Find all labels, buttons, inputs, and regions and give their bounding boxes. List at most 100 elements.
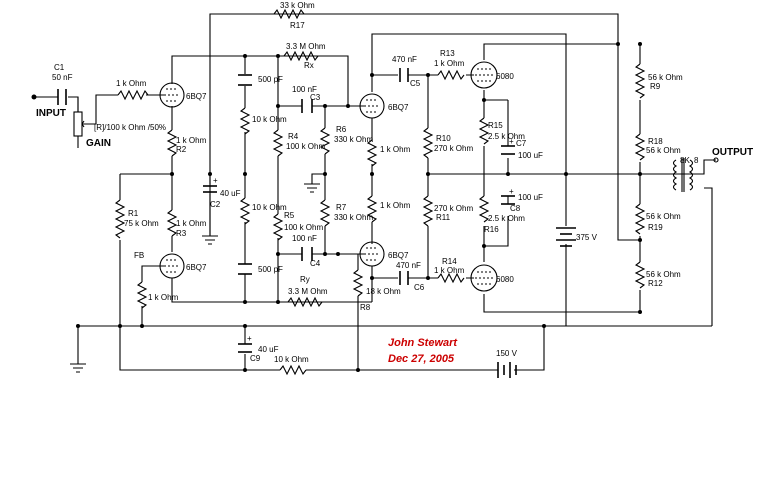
ground-symbol-mid [304, 183, 320, 193]
tube-6bq7-lower-splitter [359, 241, 385, 267]
svg-text:+: + [213, 176, 218, 185]
tube-6bq7-upper-splitter [359, 93, 385, 119]
output-terminal[interactable] [713, 157, 719, 163]
r17-resistor [273, 8, 305, 20]
ground-symbol [202, 235, 218, 245]
svg-text:+: + [509, 137, 514, 146]
c4-value: 100 nF [292, 234, 317, 243]
tube-label-4: 6BQ7 [388, 251, 409, 260]
r17-value: 33 k Ohm [280, 1, 315, 10]
r8-ref: R8 [360, 303, 371, 312]
c2-capacitor: + [203, 176, 218, 193]
battery-375v [556, 227, 576, 247]
rx-ref: Rx [304, 61, 314, 70]
r-10k-lower [239, 197, 251, 225]
c-500pf-upper-value: 500 pF [258, 75, 283, 84]
r6-resistor [319, 127, 331, 155]
input-resistor [117, 89, 149, 101]
r13-resistor [437, 69, 465, 81]
r13-value: 1 k Ohm [434, 59, 465, 68]
r8-resistor [352, 269, 364, 297]
ry-resistor [287, 296, 323, 308]
svg-text:+: + [509, 187, 514, 196]
r1-resistor [114, 199, 126, 239]
r16-resistor [478, 195, 490, 223]
c6-ref: C6 [414, 283, 425, 292]
r-10k-lower-value: 10 k Ohm [252, 203, 287, 212]
c7-value: 100 uF [518, 151, 543, 160]
gain-potentiometer[interactable] [73, 111, 86, 137]
signature-date: Dec 27, 2005 [388, 353, 455, 365]
tube-label-1: 6BQ7 [186, 92, 207, 101]
r19-ref: R19 [648, 223, 663, 232]
r16-ref: R16 [484, 225, 499, 234]
tube-label-3: 6BQ7 [388, 103, 409, 112]
r12-resistor [634, 261, 646, 289]
r11-resistor [422, 195, 434, 227]
c6-value: 470 nF [396, 261, 421, 270]
tube-6bq7-fb [159, 253, 185, 279]
c3-capacitor [301, 99, 313, 113]
gain-label: GAIN [86, 138, 111, 149]
c5-value: 470 nF [392, 55, 417, 64]
r5-value: 100 k Ohm [284, 223, 323, 232]
r9-resistor [634, 63, 646, 99]
pot-label: [R]/100 k Ohm /50% [94, 123, 166, 132]
output-transformer [672, 158, 694, 192]
c2-value: 40 uF [220, 189, 241, 198]
rx-resistor [283, 50, 319, 62]
c1-value: 50 nF [52, 73, 73, 82]
c8-value: 100 uF [518, 193, 543, 202]
r15-resistor [478, 117, 490, 145]
tube-6080-upper [470, 61, 498, 89]
tube-label-2: 6BQ7 [186, 263, 207, 272]
r-10k-bottom [279, 364, 307, 376]
r12-ref: R12 [648, 279, 663, 288]
r10-resistor [422, 127, 434, 159]
c-500pf-lower-value: 500 pF [258, 265, 283, 274]
c8-capacitor: + [501, 187, 515, 205]
supply-150v-label: 150 V [496, 349, 518, 358]
r6-ref: R6 [336, 125, 347, 134]
r6-value: 330 k Ohm [334, 135, 373, 144]
transformer-tap-label: 8 [694, 156, 699, 165]
r4-ref: R4 [288, 132, 299, 141]
r-1k-splitter-upper-value: 1 k Ohm [380, 145, 411, 154]
r4-value: 100 k Ohm [286, 142, 325, 151]
ry-value: 3.3 M Ohm [288, 287, 328, 296]
r19-resistor [634, 203, 646, 235]
r13-ref: R13 [440, 49, 455, 58]
c-500pf-lower [238, 263, 252, 275]
ground-symbol-bottom [70, 363, 86, 373]
r3-resistor [166, 209, 178, 237]
r14-ref: R14 [442, 257, 457, 266]
r16-value: 2.5 k Ohm [488, 214, 525, 223]
r18-resistor [634, 133, 646, 161]
r10-value: 270 k Ohm [434, 144, 473, 153]
r11-ref: R11 [436, 213, 451, 222]
r15-ref: R15 [488, 121, 503, 130]
c8-ref: C8 [510, 204, 521, 213]
input-terminal[interactable] [31, 94, 37, 100]
input-label: INPUT [36, 108, 66, 119]
tube-label-5: 6080 [496, 72, 514, 81]
r15-value: 2.5 k Ohm [488, 132, 525, 141]
r9-value: 56 k Ohm [648, 73, 683, 82]
r18-ref: R18 [648, 137, 663, 146]
r2-resistor [166, 129, 178, 157]
r3-ref: R3 [176, 229, 187, 238]
ry-ref: Ry [300, 275, 310, 284]
r-10k-upper [239, 107, 251, 135]
r4-resistor [272, 129, 284, 157]
c5-ref: C5 [410, 79, 421, 88]
svg-text:+: + [247, 334, 252, 343]
r2-ref: R2 [176, 145, 187, 154]
c7-ref: C7 [516, 139, 527, 148]
r2-value: 1 k Ohm [176, 136, 207, 145]
c2-ref: C2 [210, 200, 221, 209]
tube-label-6: 6080 [496, 275, 514, 284]
author-signature: John Stewart [388, 337, 458, 349]
input-resistor-value: 1 k Ohm [116, 79, 147, 88]
r9-ref: R9 [650, 82, 661, 91]
